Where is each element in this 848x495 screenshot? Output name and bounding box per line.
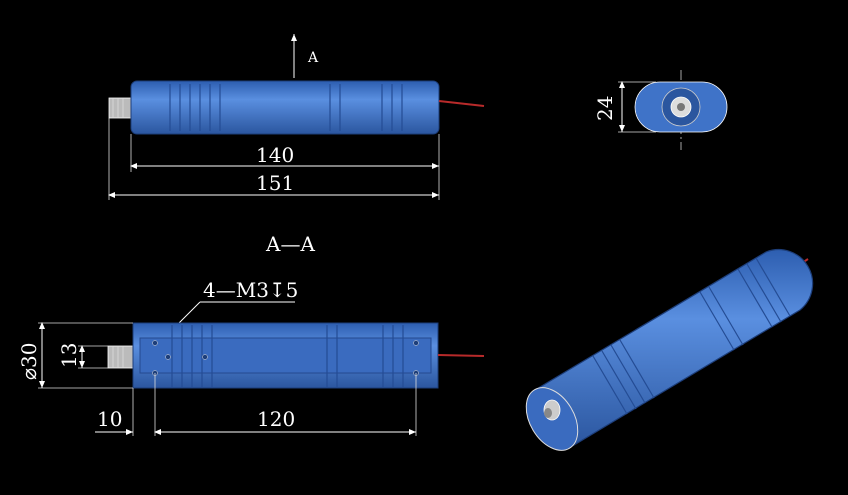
laser-body-top — [130, 80, 440, 135]
connector-section — [107, 345, 134, 369]
dim-connector-height: 13 — [57, 343, 81, 368]
thread-note: 4—M3↧5 — [203, 278, 298, 302]
lead-wire-section — [437, 354, 485, 357]
isometric-view — [525, 249, 814, 451]
end-view: 24 — [593, 70, 728, 150]
top-side-view: A 140 151 — [108, 34, 485, 200]
section-title: A—A — [265, 232, 315, 256]
dim-end-height: 24 — [593, 96, 617, 121]
dim-diameter: ⌀30 — [17, 343, 41, 381]
view-arrow-label: A — [307, 50, 319, 66]
dim-total-length: 151 — [256, 171, 294, 195]
dim-hole-spacing: 120 — [257, 407, 295, 431]
connector-top — [108, 97, 132, 119]
lead-wire-top — [438, 100, 485, 107]
grip-ridges-top — [169, 84, 403, 131]
section-view: ⌀30 13 10 120 — [17, 322, 485, 436]
dim-connector-length: 10 — [97, 407, 122, 431]
iso-body — [534, 249, 814, 449]
grip-ridges-section — [171, 325, 404, 387]
dim-body-length: 140 — [256, 143, 294, 167]
iso-ridges — [592, 257, 791, 415]
